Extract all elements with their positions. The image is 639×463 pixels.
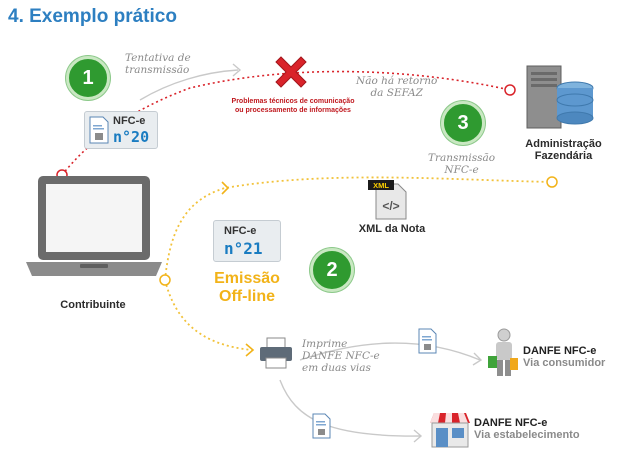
printer-icon — [260, 337, 292, 369]
xml-badge-text: XML — [373, 181, 389, 190]
error-x-icon — [275, 56, 307, 88]
page-title: 4. Exemplo prático — [8, 6, 177, 27]
xml-caption: XML da Nota — [358, 223, 426, 235]
danfe-consumidor: DANFE NFC-e Via consumidor — [523, 345, 605, 369]
svg-text:</>: </> — [382, 199, 399, 213]
laptop-icon — [26, 176, 162, 276]
document-icon — [89, 116, 109, 144]
danfe-document-icon — [418, 328, 437, 354]
nfce-21-number: n°21 — [224, 239, 263, 258]
step-2-badge: 2 — [310, 248, 354, 292]
contribuinte-label: Contribuinte — [60, 299, 126, 311]
consumer-person-icon — [488, 328, 518, 376]
danfe-consumidor-sub: Via consumidor — [523, 357, 606, 369]
nfce-20-number: n°20 — [113, 128, 150, 146]
danfe-estabelecimento-sub: Via estabelecimento — [474, 429, 580, 441]
xml-file-icon: XML </> — [368, 180, 407, 220]
store-icon — [430, 413, 470, 448]
danfe-estabelecimento: DANFE NFC-e Via estabelecimento — [474, 417, 580, 441]
nfce-20-card: NFC-e n°20 — [84, 111, 158, 149]
danfe-consumidor-title: DANFE NFC-e — [523, 345, 597, 357]
step-1-badge: 1 — [66, 56, 110, 100]
nfce-20-label: NFC-e — [113, 115, 146, 127]
danfe-estabelecimento-title: DANFE NFC-e — [474, 417, 548, 429]
danfe-document-icon-2 — [312, 413, 331, 439]
nfce-21-label: NFC-e — [224, 225, 257, 237]
nfce-21-card: NFC-e n°21 — [213, 220, 281, 262]
step-3-badge: 3 — [441, 101, 485, 145]
server-database-icon — [526, 65, 594, 129]
